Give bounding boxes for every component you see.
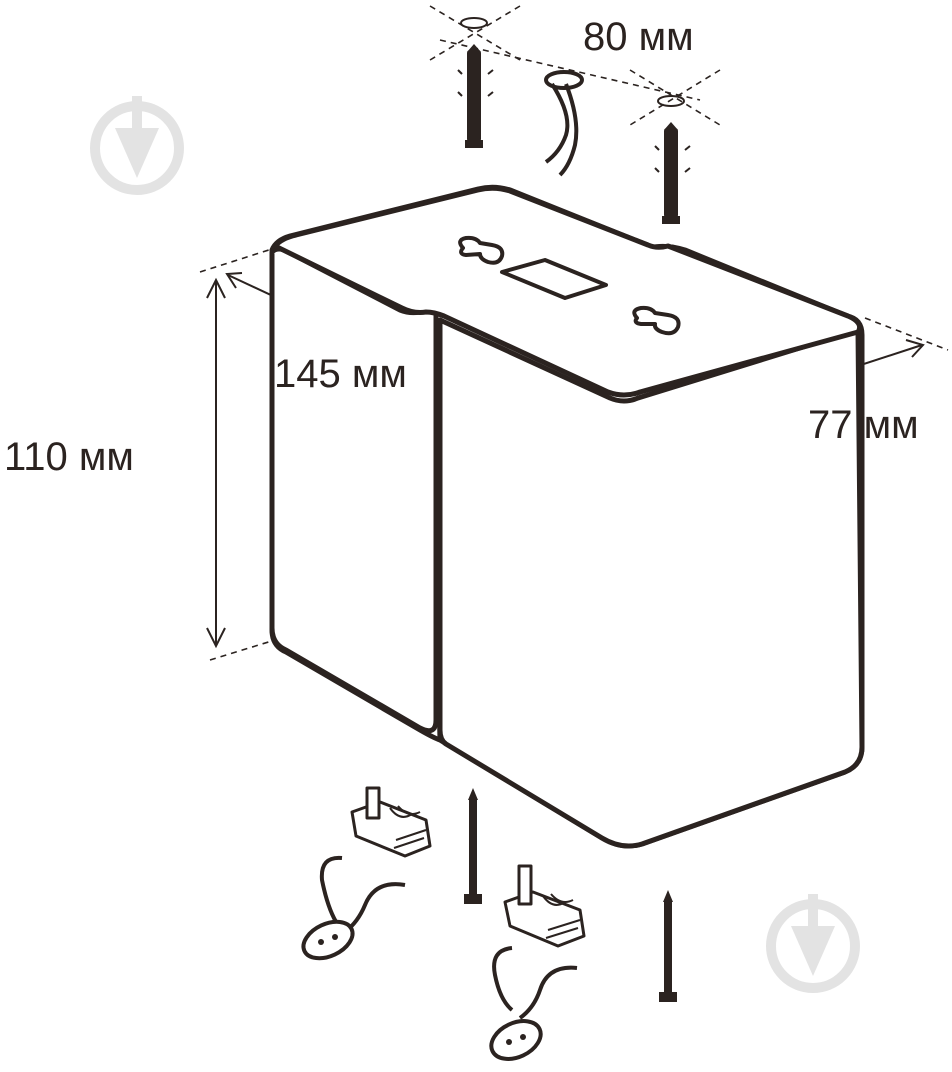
width-label: 145 мм — [274, 352, 407, 396]
height-arrow — [206, 277, 226, 649]
screw-icon — [659, 890, 677, 1002]
watermark-logo-icon — [90, 96, 184, 195]
watermark-logo-icon — [766, 894, 860, 993]
cable-icon — [544, 70, 584, 177]
wire-connector-icon — [503, 864, 586, 948]
mounting-box — [269, 184, 865, 849]
depth-label: 77 мм — [808, 403, 919, 447]
wire-connector-icon — [350, 786, 432, 858]
wall-anchor-icon — [457, 17, 494, 148]
wall-anchor-icon — [654, 95, 691, 224]
keyhole-slot — [458, 235, 505, 265]
ceiling-rose-icon — [489, 946, 578, 1061]
mount-spacing-label: 80 мм — [583, 15, 694, 59]
ceiling-rose-icon — [301, 855, 406, 961]
screw-icon — [464, 788, 482, 904]
cable-opening — [500, 258, 608, 300]
height-label: 110 мм — [4, 435, 134, 479]
keyhole-slot — [632, 305, 681, 336]
